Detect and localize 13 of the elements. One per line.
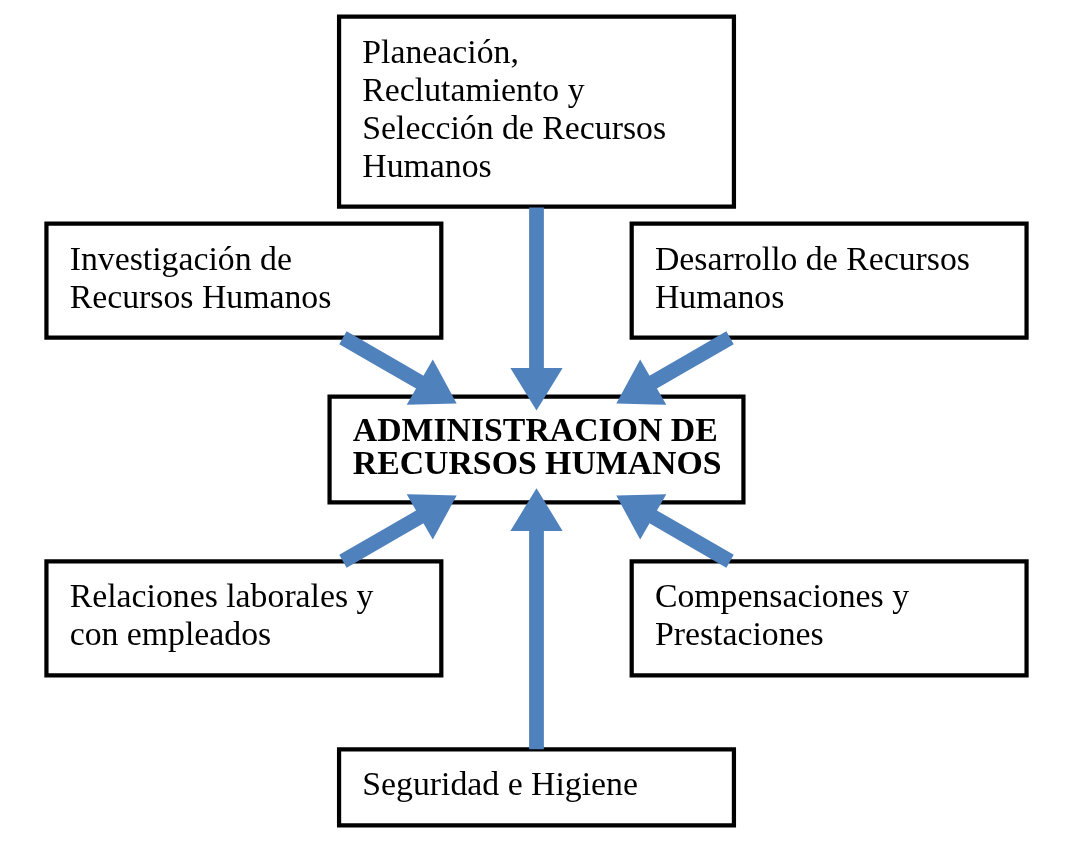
arrow [510,488,563,750]
node-box: Planeación, Reclutamiento y Selección de Recursos Humanos [336,14,737,209]
arrow [339,494,457,568]
arrow [616,331,734,405]
arrow [510,207,563,411]
node-box: Relaciones laborales y con empleados [44,559,444,678]
node-box: Seguridad e Higiene [336,747,737,828]
node-box: Compensaciones y Prestaciones [629,559,1029,678]
node-box: ADMINISTRACION DE RECURSOS HUMANOS [327,394,746,505]
node-box: Desarrollo de Recursos Humanos [629,221,1029,340]
node-box: Investigación de Recursos Humanos [44,221,444,340]
arrow [339,331,457,405]
arrow [616,494,734,568]
